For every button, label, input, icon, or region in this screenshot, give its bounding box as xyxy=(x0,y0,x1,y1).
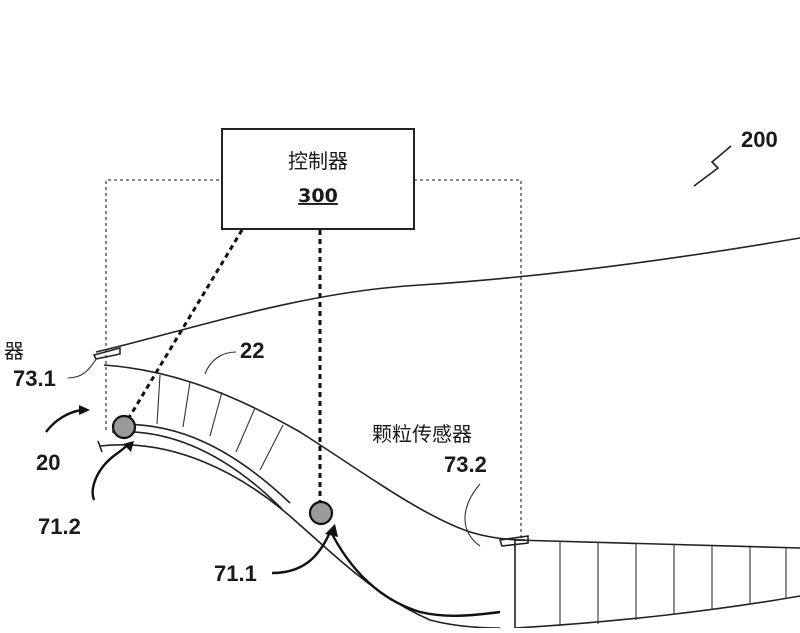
arrowhead-71-2 xyxy=(123,441,134,452)
label-71-1: 71.1 xyxy=(214,561,257,586)
strut-inner xyxy=(111,430,283,510)
downstream-upper-wall xyxy=(514,539,800,549)
sensor-71-2-icon xyxy=(111,414,137,440)
flow-arrow xyxy=(328,529,501,617)
label-20: 20 xyxy=(36,450,60,475)
outer-casing-upper xyxy=(95,237,800,353)
label-71-2: 71.2 xyxy=(38,514,81,539)
controller-ref: 300 xyxy=(298,185,338,207)
label-left-sensor-partial: 器 xyxy=(4,339,24,363)
signal-line-71-2 xyxy=(122,229,244,427)
leader-22 xyxy=(204,351,237,375)
leader-73-2 xyxy=(464,483,481,547)
controller-title: 控制器 xyxy=(288,149,348,173)
label-22: 22 xyxy=(240,338,264,363)
controller-box xyxy=(221,128,415,230)
leader-20 xyxy=(45,408,83,433)
leader-71-2 xyxy=(91,443,129,501)
label-200: 200 xyxy=(741,127,778,152)
label-73-2: 73.2 xyxy=(444,452,487,477)
inner-flow-wall xyxy=(99,444,501,629)
arrowhead-20 xyxy=(79,405,90,415)
wiring-loop xyxy=(105,179,522,538)
casing-lip-left xyxy=(92,346,121,360)
downstream-taper xyxy=(514,595,800,629)
downstream-vanes xyxy=(559,542,787,626)
sensor-71-1-icon xyxy=(308,500,334,526)
arrowhead-71-1 xyxy=(325,524,338,537)
duct-upper-wall xyxy=(103,364,526,541)
casing-lip-right xyxy=(498,535,529,547)
label-particle-sensor: 颗粒传感器 xyxy=(372,422,472,446)
inner-flow-edge xyxy=(97,440,103,453)
label-73-1: 73.1 xyxy=(13,366,56,391)
leader-71-1 xyxy=(271,531,332,575)
vane-group xyxy=(156,374,284,471)
ref-200-mark xyxy=(693,145,732,187)
leader-73-1 xyxy=(67,357,98,379)
